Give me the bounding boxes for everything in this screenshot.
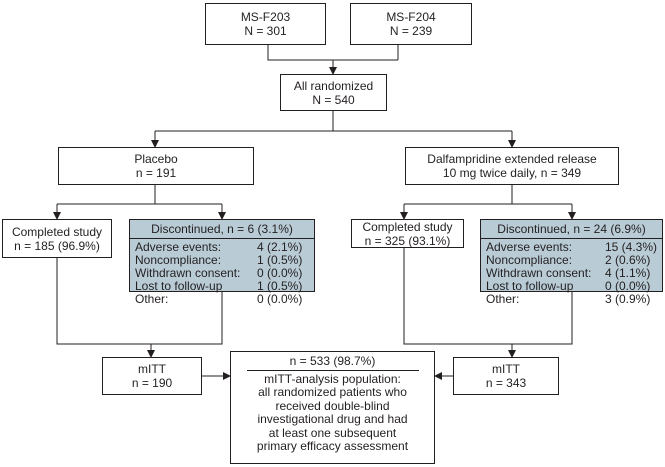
completed-label: Completed study xyxy=(11,224,103,239)
placebo-completed-box: Completed study n = 185 (96.9%) xyxy=(2,219,112,258)
reason-value: 4 (2.1%) xyxy=(257,240,303,254)
reason-row: Withdrawn consent: 4 (1.1%) xyxy=(486,267,657,280)
reason-row: Lost to follow-up 1 (0.5%) xyxy=(135,280,309,293)
reason-row: Withdrawn consent: 0 (0.0%) xyxy=(135,267,309,280)
connector-dalf-to-mitt xyxy=(403,248,573,345)
dalfampridine-discontinued-box: Discontinued, n = 24 (6.9%) Adverse even… xyxy=(480,219,663,306)
study-name: MS-F203 xyxy=(240,10,291,24)
mitt-label: mITT xyxy=(492,362,520,376)
completed-n: n = 185 (96.9%) xyxy=(14,238,100,253)
reason-row: Noncompliance: 2 (0.6%) xyxy=(486,254,657,267)
reason-value: 3 (0.9%) xyxy=(605,292,651,306)
study-n: N = 301 xyxy=(244,24,287,38)
all-randomized-label: All randomized xyxy=(293,78,374,93)
study-n: N = 239 xyxy=(389,24,433,38)
reason-value: 4 (1.1%) xyxy=(605,266,651,280)
reason-value: 1 (0.5%) xyxy=(257,279,303,293)
reason-label: Other: xyxy=(135,292,169,306)
population-line: primary efficacy assessment xyxy=(256,439,409,453)
reason-row: Noncompliance: 1 (0.5%) xyxy=(135,254,309,267)
population-line: mITT-analysis population: xyxy=(264,371,401,386)
population-line: all randomized patients who xyxy=(258,385,407,399)
reason-row: Adverse events: 15 (4.3%) xyxy=(486,241,657,254)
reason-row: Other: 0 (0.0%) xyxy=(135,293,309,306)
placebo-arm-box: Placebo n = 191 xyxy=(58,147,254,185)
study-name: MS-F204 xyxy=(386,10,436,24)
mitt-n: n = 190 xyxy=(131,376,173,390)
reason-label: Adverse events: xyxy=(135,240,222,254)
population-line: at least one subsequent xyxy=(268,425,397,440)
dalfampridine-completed-box: Completed study n = 325 (93.1%) xyxy=(351,219,464,248)
mitt-population-box: n = 533 (98.7%) mITT-analysis population… xyxy=(230,351,435,464)
placebo-label: Placebo xyxy=(134,152,178,166)
study-box-ms-f204: MS-F204 N = 239 xyxy=(350,3,472,45)
population-line: received double-blind xyxy=(275,398,390,413)
reason-row: Lost to follow-up 0 (0.0%) xyxy=(486,280,657,293)
discontinued-header: Discontinued, n = 24 (6.9%) xyxy=(481,220,662,239)
dalfampridine-label-line1: Dalfampridine extended release xyxy=(427,152,597,166)
reason-value: 0 (0.0%) xyxy=(605,279,651,293)
all-randomized-n: N = 540 xyxy=(312,92,355,107)
reason-label: Lost to follow-up xyxy=(486,279,574,293)
population-n: n = 533 (98.7%) xyxy=(289,354,376,368)
reason-label: Withdrawn consent: xyxy=(135,266,241,280)
reason-value: 0 (0.0%) xyxy=(257,266,303,280)
reason-label: Withdrawn consent: xyxy=(486,266,592,280)
reason-label: Adverse events: xyxy=(486,240,573,254)
reason-value: 1 (0.5%) xyxy=(257,253,303,267)
connector-ms-f203 xyxy=(267,45,398,61)
reason-row: Adverse events: 4 (2.1%) xyxy=(135,241,309,254)
population-line: investigational drug and had xyxy=(257,412,408,426)
population-divider xyxy=(246,369,419,371)
completed-label: Completed study xyxy=(362,219,453,234)
discontinued-header: Discontinued, n = 6 (3.1%) xyxy=(130,220,314,239)
reason-label: Noncompliance: xyxy=(135,253,222,267)
reason-label: Noncompliance: xyxy=(486,253,573,267)
completed-n: n = 325 (93.1%) xyxy=(364,233,451,248)
placebo-mitt-box: mITT n = 190 xyxy=(102,357,202,395)
reason-value: 2 (0.6%) xyxy=(605,253,651,267)
mitt-label: mITT xyxy=(138,362,166,376)
dalfampridine-label-line2: 10 mg twice daily, n = 349 xyxy=(442,166,582,180)
reason-label: Other: xyxy=(486,292,520,306)
reason-label: Lost to follow-up xyxy=(135,279,223,293)
mitt-n: n = 343 xyxy=(485,376,527,390)
reason-value: 15 (4.3%) xyxy=(605,240,658,254)
all-randomized-box: All randomized N = 540 xyxy=(280,74,387,111)
reason-row: Other: 3 (0.9%) xyxy=(486,293,657,306)
reason-value: 0 (0.0%) xyxy=(257,292,303,306)
placebo-n: n = 191 xyxy=(135,166,177,180)
connector-placebo-to-mitt xyxy=(56,258,223,345)
placebo-discontinued-box: Discontinued, n = 6 (3.1%) Adverse event… xyxy=(129,219,315,306)
dalfampridine-arm-box: Dalfampridine extended release 10 mg twi… xyxy=(405,147,619,185)
dalfampridine-mitt-box: mITT n = 343 xyxy=(453,357,559,395)
study-box-ms-f203: MS-F203 N = 301 xyxy=(205,3,326,45)
